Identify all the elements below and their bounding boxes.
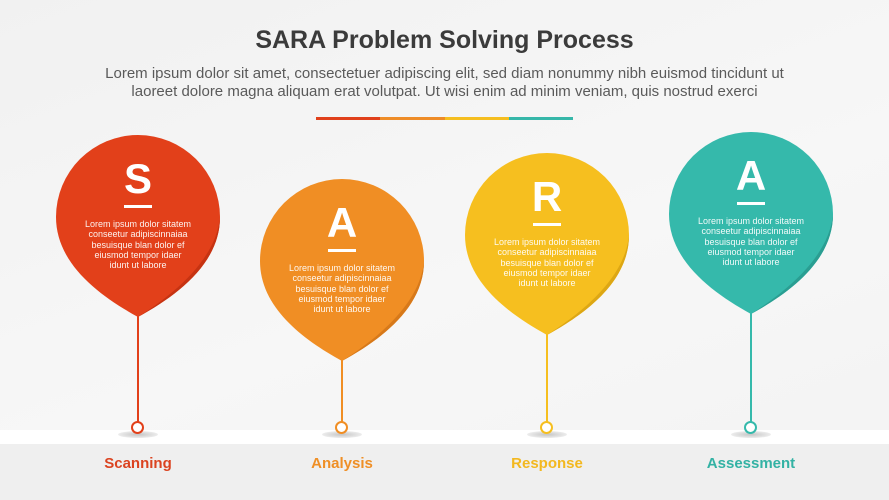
- description-line: conseetur adipiscinnaiaa: [88, 229, 188, 240]
- letter-underline: [533, 223, 561, 226]
- description-line: Lorem ipsum dolor sitatem: [493, 237, 601, 247]
- description-line: besuisque blan dolor ef: [91, 239, 185, 250]
- subtitle-line: laoreet dolore magna aliquam erat volutp…: [131, 83, 758, 100]
- timeline-band: [0, 430, 889, 444]
- stage-description: Lorem ipsum dolor sitatem conseetur adip…: [477, 237, 617, 288]
- timeline-marker-circle: [335, 421, 348, 434]
- timeline-marker-circle: [540, 421, 553, 434]
- letter-underline: [124, 205, 152, 208]
- balloon-pin-icon: [465, 153, 629, 335]
- description-line: idunt ut labore: [109, 260, 167, 271]
- stage-label-analysis: Analysis: [311, 455, 373, 472]
- stage-balloon-assessment: A Lorem ipsum dolor sitatem conseetur ad…: [669, 132, 833, 314]
- divider-segment-teal: [508, 117, 573, 120]
- stage-balloon-analysis: A Lorem ipsum dolor sitatem conseetur ad…: [260, 179, 424, 361]
- floor-area: [0, 444, 889, 500]
- description-line: Lorem ipsum dolor sitatem: [288, 263, 396, 273]
- stage-letter: R: [531, 173, 563, 220]
- stem-line: [137, 316, 139, 422]
- balloon-pin-icon: [669, 132, 833, 314]
- balloon-pin-icon: [56, 135, 220, 317]
- description-line: conseetur adipiscinnaiaa: [497, 247, 597, 258]
- description-line: besuisque blan dolor ef: [704, 236, 798, 247]
- stage-description: Lorem ipsum dolor sitatem conseetur adip…: [272, 263, 412, 314]
- letter-underline: [737, 202, 765, 205]
- description-line: Lorem ipsum dolor sitatem: [84, 219, 192, 229]
- timeline-marker-circle: [744, 421, 757, 434]
- divider-segment-yellow: [444, 117, 509, 120]
- stage-letter: A: [326, 199, 358, 246]
- stage-label-assessment: Assessment: [706, 455, 796, 472]
- timeline-marker-circle: [131, 421, 144, 434]
- description-line: idunt ut labore: [518, 278, 576, 289]
- divider-segment-orange: [380, 117, 445, 120]
- stage-label-response: Response: [511, 455, 583, 472]
- description-line: idunt ut labore: [722, 257, 780, 268]
- description-line: idunt ut labore: [313, 304, 371, 315]
- marker-shadow: [322, 431, 362, 438]
- stage-label-scanning: Scanning: [104, 455, 172, 472]
- stem-line: [750, 313, 752, 422]
- stage-letter: S: [123, 155, 152, 202]
- marker-shadow: [527, 431, 567, 438]
- marker-shadow: [731, 431, 771, 438]
- stage-description: Lorem ipsum dolor sitatem conseetur adip…: [68, 219, 208, 270]
- title-color-divider: [316, 117, 573, 120]
- stage-balloon-scanning: S Lorem ipsum dolor sitatem conseetur ad…: [56, 135, 220, 317]
- divider-segment-red: [316, 117, 381, 120]
- balloon-pin-icon: [260, 179, 424, 361]
- description-line: conseetur adipiscinnaiaa: [701, 226, 801, 237]
- stage-description: Lorem ipsum dolor sitatem conseetur adip…: [681, 216, 821, 267]
- page-title: SARA Problem Solving Process: [255, 26, 634, 54]
- stage-letter: A: [735, 152, 767, 199]
- description-line: besuisque blan dolor ef: [295, 283, 389, 294]
- stem-line: [341, 360, 343, 422]
- description-line: eiusmod tempor idaer: [707, 246, 795, 257]
- description-line: eiusmod tempor idaer: [298, 293, 386, 304]
- marker-shadow: [118, 431, 158, 438]
- description-line: eiusmod tempor idaer: [94, 249, 182, 260]
- description-line: besuisque blan dolor ef: [500, 257, 594, 268]
- page-subtitle: Lorem ipsum dolor sit amet, consectetuer…: [0, 65, 889, 101]
- description-line: conseetur adipiscinnaiaa: [292, 273, 392, 284]
- stage-balloon-response: R Lorem ipsum dolor sitatem conseetur ad…: [465, 153, 629, 335]
- subtitle-line: Lorem ipsum dolor sit amet, consectetuer…: [105, 65, 784, 82]
- description-line: eiusmod tempor idaer: [503, 267, 591, 278]
- letter-underline: [328, 249, 356, 252]
- stem-line: [546, 334, 548, 422]
- description-line: Lorem ipsum dolor sitatem: [697, 216, 805, 226]
